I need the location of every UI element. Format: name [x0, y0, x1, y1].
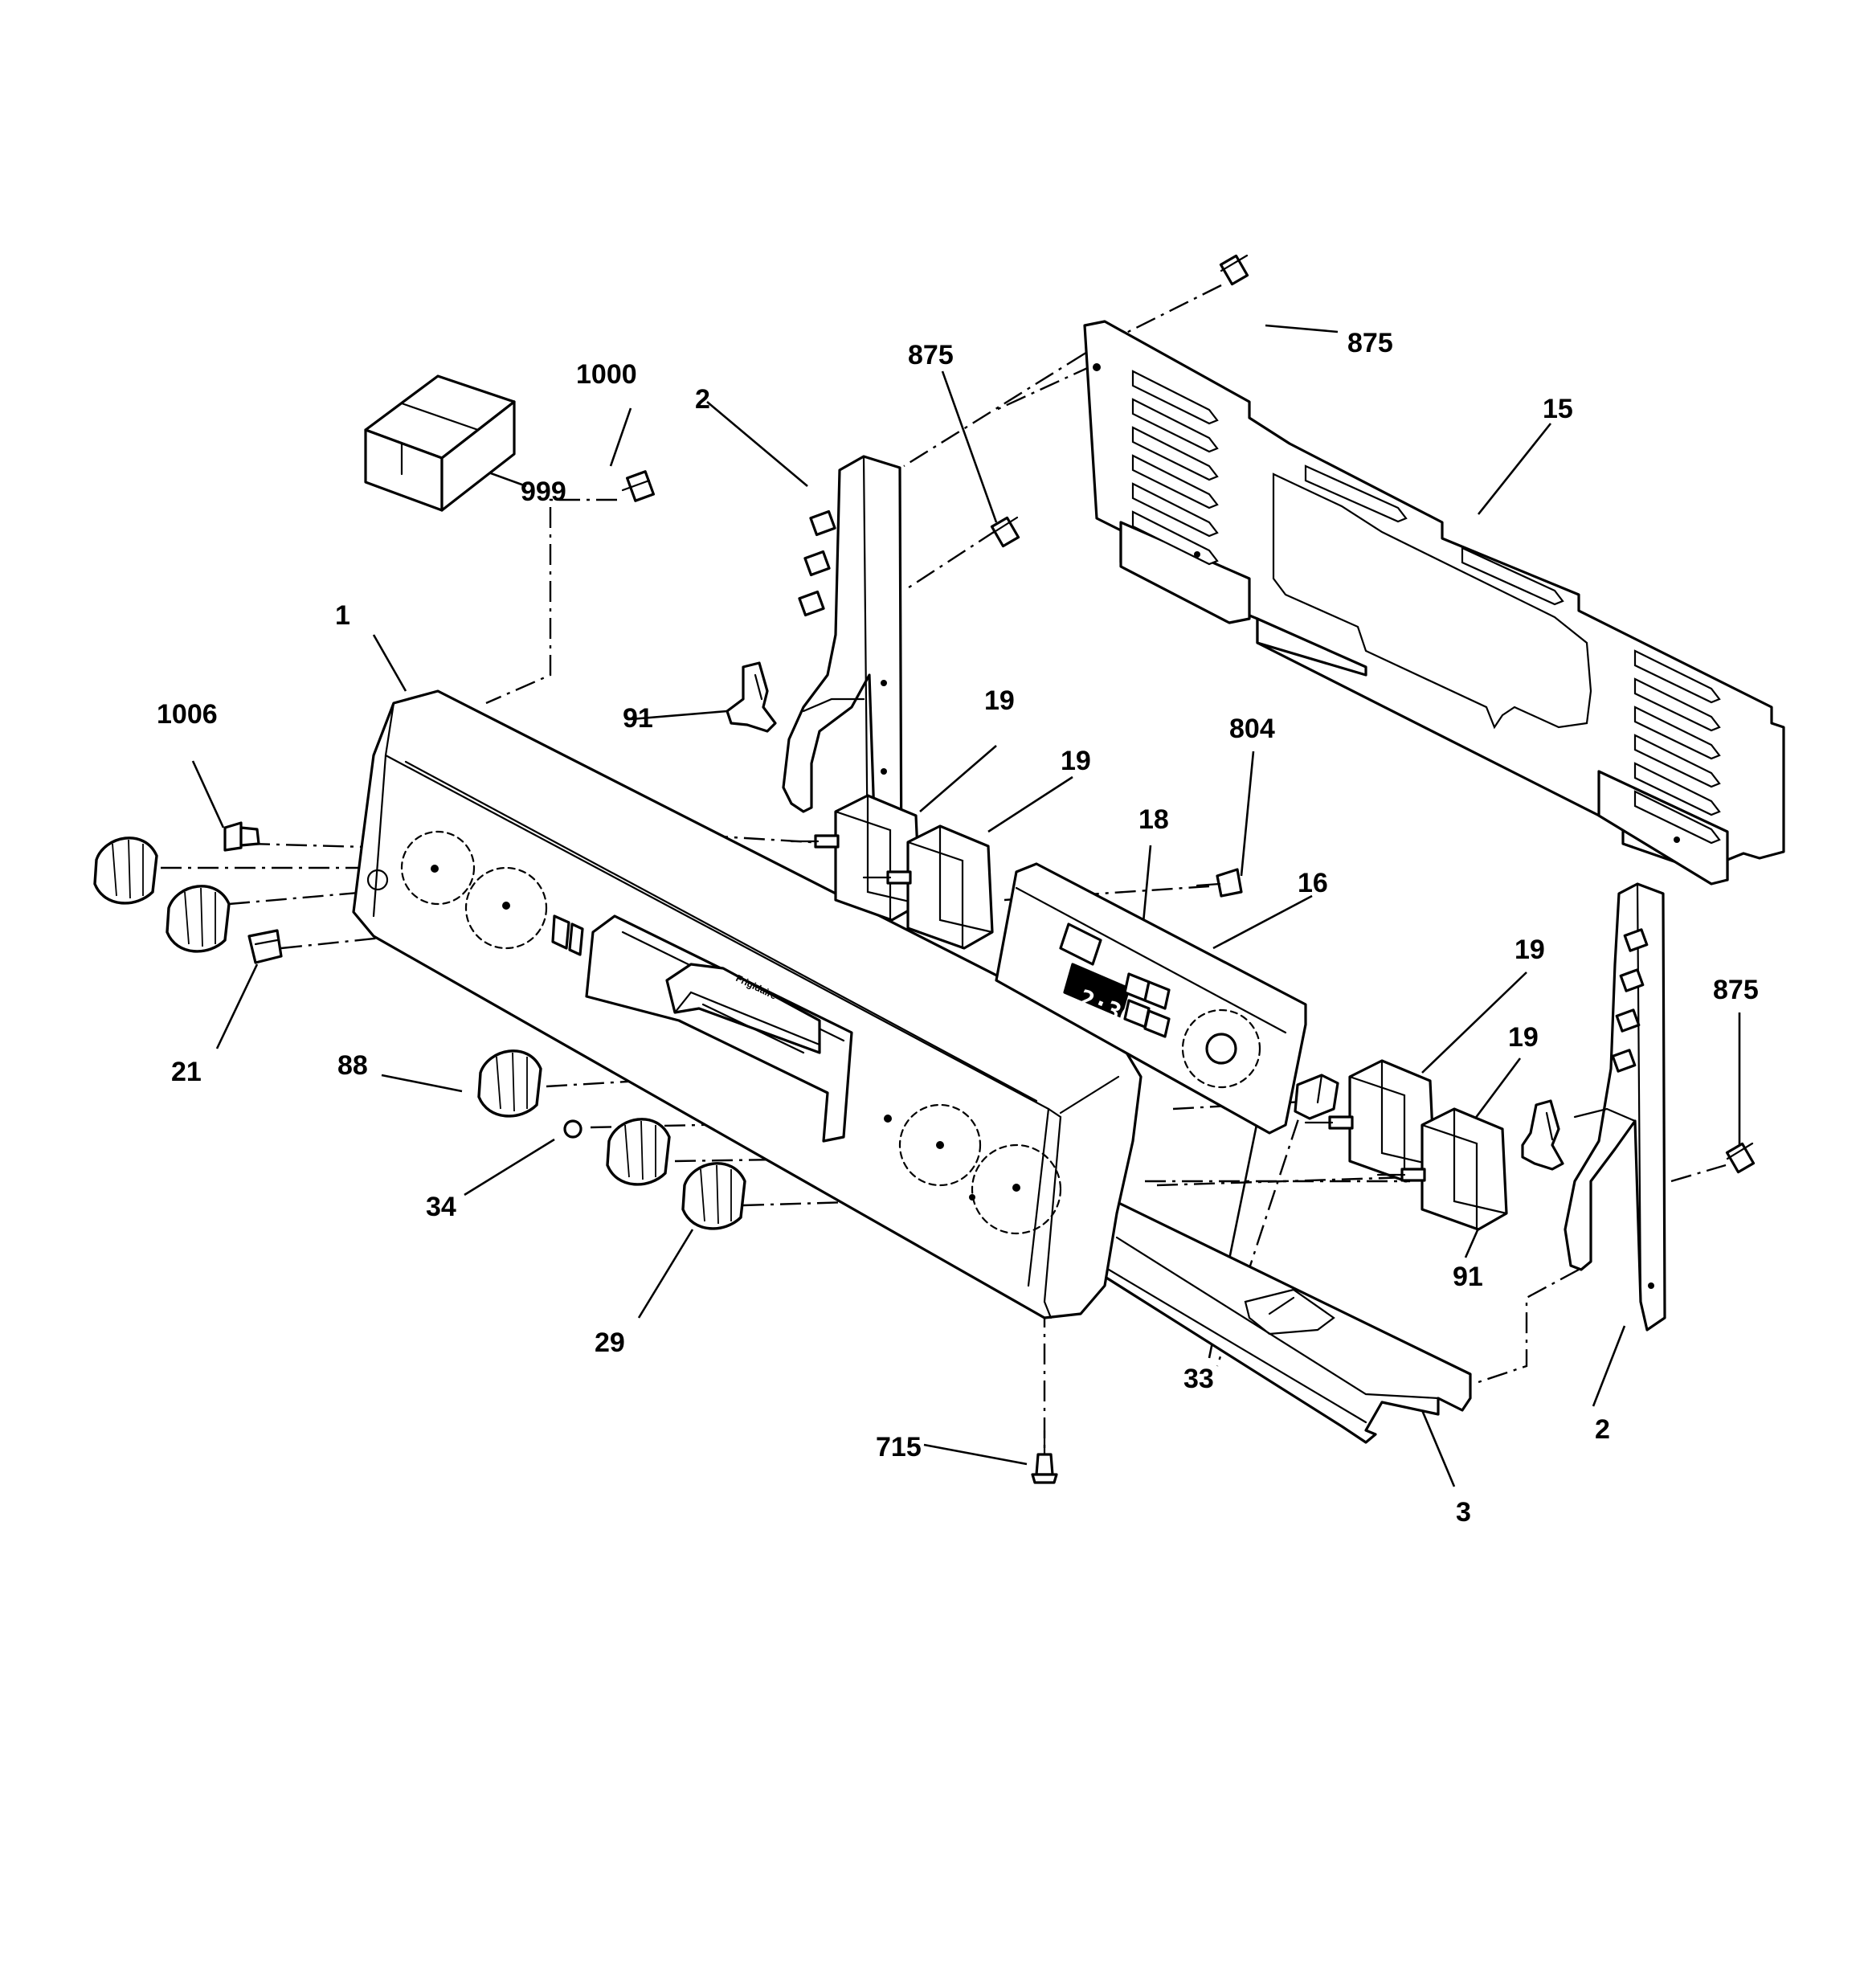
- screw-875-top: [1219, 254, 1249, 286]
- knob-left-2: [166, 885, 231, 953]
- callout-1: 1: [335, 600, 350, 631]
- screw-715: [1031, 1429, 1058, 1484]
- box-999: [364, 374, 516, 512]
- clip-91-left: [726, 661, 777, 733]
- callout-19-d: 19: [1508, 1022, 1539, 1053]
- callout-3: 3: [1456, 1497, 1471, 1528]
- rear-panel-15: [1083, 320, 1785, 886]
- callout-19-c: 19: [1514, 935, 1545, 965]
- screw-1006: [223, 821, 260, 852]
- knob-29: [681, 1162, 746, 1230]
- callout-715: 715: [876, 1432, 922, 1462]
- callout-875-top: 875: [1347, 328, 1393, 358]
- control-board-16: 2:30: [995, 862, 1307, 1135]
- callout-2-right: 2: [1595, 1414, 1610, 1445]
- screw-1000: [621, 470, 656, 502]
- callout-labels: 1 2 2 3 15 16 18 19 19 19 19 21 29 33 34…: [157, 328, 1759, 1528]
- callout-1006: 1006: [157, 699, 218, 730]
- knob-left-1: [93, 837, 158, 905]
- switch-21: [247, 929, 283, 964]
- callout-15: 15: [1543, 394, 1573, 424]
- callout-18: 18: [1138, 804, 1169, 835]
- part-34: [563, 1119, 582, 1139]
- callout-19-a: 19: [984, 685, 1015, 716]
- callout-19-b: 19: [1061, 746, 1091, 776]
- switch-19-a: [790, 794, 922, 922]
- screw-875-right: [1725, 1142, 1756, 1174]
- callout-33: 33: [1183, 1364, 1214, 1394]
- end-bracket-2-right: [1564, 882, 1666, 1331]
- part-33: [1294, 1074, 1339, 1120]
- callout-804: 804: [1229, 714, 1275, 744]
- switch-19-b: [862, 824, 994, 950]
- callout-34: 34: [426, 1192, 456, 1222]
- callout-16: 16: [1298, 868, 1328, 898]
- screw-875-mid: [990, 516, 1020, 548]
- switch-19-c: [1304, 1059, 1436, 1183]
- knob-right-1: [606, 1118, 671, 1186]
- callout-999: 999: [521, 477, 566, 507]
- callout-91-right: 91: [1453, 1262, 1483, 1292]
- clip-91-right: [1521, 1099, 1564, 1171]
- callout-91-left: 91: [623, 703, 653, 734]
- callout-29: 29: [595, 1327, 625, 1358]
- callout-2-left: 2: [695, 384, 710, 415]
- switch-19-d: [1376, 1107, 1508, 1231]
- callout-88: 88: [337, 1050, 368, 1081]
- callout-21: 21: [171, 1057, 202, 1087]
- callout-875-right: 875: [1713, 975, 1759, 1005]
- knob-88: [477, 1049, 542, 1118]
- callout-1000: 1000: [576, 359, 637, 390]
- screw-804: [1196, 868, 1243, 898]
- callout-875-mid: 875: [908, 340, 954, 370]
- console-1: Frigidaire: [352, 689, 1143, 1319]
